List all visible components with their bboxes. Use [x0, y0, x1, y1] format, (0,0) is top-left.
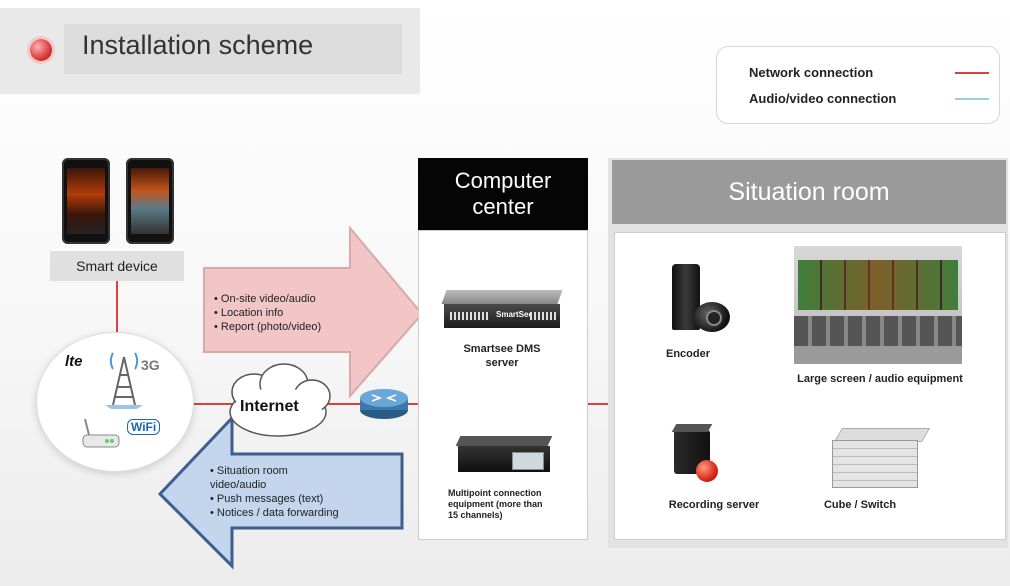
computer-center-header: Computer center: [418, 158, 588, 230]
internet-label: Internet: [240, 398, 299, 415]
dms-server-label: Smartsee DMS server: [463, 343, 541, 369]
smart-device-label: Smart device: [50, 251, 184, 281]
legend-audio-video-label: Audio/video connection: [749, 91, 897, 106]
situation-room-header: Situation room: [612, 160, 1006, 224]
encoder-icon: [668, 264, 736, 334]
download-item: • Notices / data forwarding: [210, 507, 339, 519]
3g-icon: 3G: [141, 357, 160, 373]
computer-center-title-line1: Computer: [454, 168, 552, 193]
multipoint-label: Multipoint connection equipment (more th…: [448, 488, 543, 520]
computer-center-title-line2: center: [472, 194, 534, 219]
mobile-network-circle: lte 3G WiFi: [36, 332, 194, 472]
wifi-router-icon: [82, 418, 120, 448]
upload-item: • On-site video/audio: [214, 293, 316, 305]
computer-center-panel: [418, 230, 588, 540]
multipoint-equipment-icon: [455, 436, 553, 480]
lte-icon: lte: [65, 353, 83, 370]
download-item: • Situation room video/audio: [210, 465, 288, 491]
smartphone-icon: [62, 158, 110, 244]
download-arrow: [157, 414, 404, 570]
upload-item: • Location info: [214, 307, 284, 319]
router-icon: [360, 389, 408, 419]
download-items: • Situation room video/audio • Push mess…: [210, 464, 390, 520]
cell-tower-icon: [105, 352, 143, 409]
encoder-label: Encoder: [665, 348, 710, 360]
recording-server-label: Recording server: [668, 499, 760, 511]
recording-server-icon: [670, 424, 728, 484]
cube-switch-icon: [832, 428, 931, 488]
title-box: [64, 24, 402, 74]
page-title: Installation scheme: [82, 30, 314, 60]
server-brand-label: SmartSee: [496, 310, 533, 319]
title-bullet-icon: [30, 39, 52, 61]
upload-item: • Report (photo/video): [214, 321, 322, 333]
internet-cloud-icon: [229, 363, 331, 437]
upload-arrow: [203, 225, 424, 399]
download-item: • Push messages (text): [210, 493, 324, 505]
legend-network-label: Network connection: [749, 65, 874, 80]
upload-items: • On-site video/audio • Location info • …: [214, 292, 321, 334]
legend-audio-video-line: [955, 98, 989, 100]
large-screen-label: Large screen / audio equipment: [797, 373, 963, 385]
dms-server-icon: SmartSee: [441, 290, 563, 332]
cube-switch-label: Cube / Switch: [823, 499, 897, 511]
legend-network-line: [955, 72, 989, 74]
legend: Network connection Audio/video connectio…: [716, 46, 1000, 124]
wifi-icon: WiFi: [127, 419, 161, 435]
large-screen-icon: [794, 246, 962, 364]
smartphone-icon: [126, 158, 174, 244]
